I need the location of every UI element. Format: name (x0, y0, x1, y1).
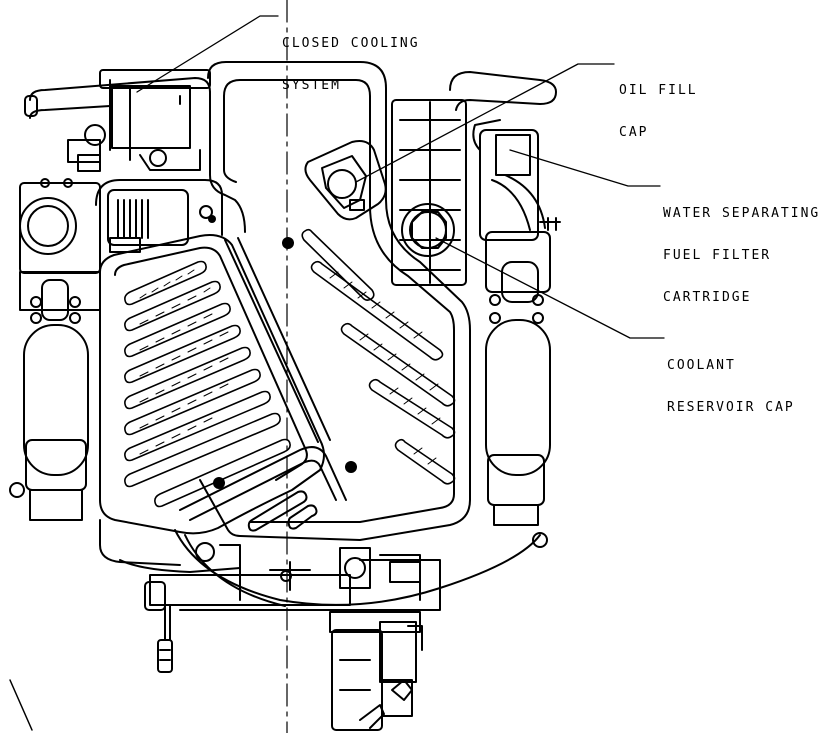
oil-fill-leader (355, 63, 615, 183)
fuel-filter-cartridge (472, 119, 561, 241)
right-vent-hatching (329, 271, 441, 465)
bottom-cover-section (179, 446, 347, 532)
oil-fill-cap-label: OIL FILL CAP (619, 56, 698, 154)
coolant-reservoir-leader (435, 237, 665, 339)
oil-fill-line2: CAP (619, 125, 649, 140)
oil-fill-line1: OIL FILL (619, 83, 698, 98)
starter-assembly (329, 611, 423, 731)
left-vent-panel (99, 234, 331, 535)
water-separating-line2: FUEL FILTER (663, 248, 772, 263)
fastener-dots (208, 215, 357, 489)
closed-cooling-line1: CLOSED COOLING (282, 36, 420, 51)
coolant-reservoir-line1: COOLANT (667, 358, 736, 373)
left-fan-housing (95, 179, 223, 253)
rear-radiator (391, 99, 467, 286)
oil-fill-cap (304, 140, 387, 221)
left-vent-slots (124, 260, 291, 508)
corner-mark (9, 679, 33, 731)
main-cover (199, 61, 471, 541)
water-separating-line3: CARTRIDGE (663, 290, 752, 305)
water-separating-fuel-filter-label: WATER SEPARATING FUEL FILTER CARTRIDGE (663, 179, 820, 319)
coolant-reservoir-line2: RESERVOIR CAP (667, 400, 795, 415)
left-mount-assembly (9, 178, 101, 521)
water-separating-leader (509, 149, 661, 187)
closed-cooling-leader (136, 15, 279, 93)
closed-cooling-system-label: CLOSED COOLING SYSTEM (282, 9, 420, 107)
left-vent-hatching (139, 269, 229, 455)
coolant-reservoir-cap (401, 203, 455, 257)
right-mount-assembly (485, 231, 551, 548)
engine-base (99, 519, 541, 673)
right-vent-slots (301, 228, 456, 485)
water-separating-line1: WATER SEPARATING (663, 206, 821, 221)
callout-leader-lines (136, 15, 665, 339)
closed-cooling-line2: SYSTEM (282, 78, 341, 93)
coolant-reservoir-cap-label: COOLANT RESERVOIR CAP (667, 331, 795, 429)
left-top-pipe (24, 69, 211, 172)
